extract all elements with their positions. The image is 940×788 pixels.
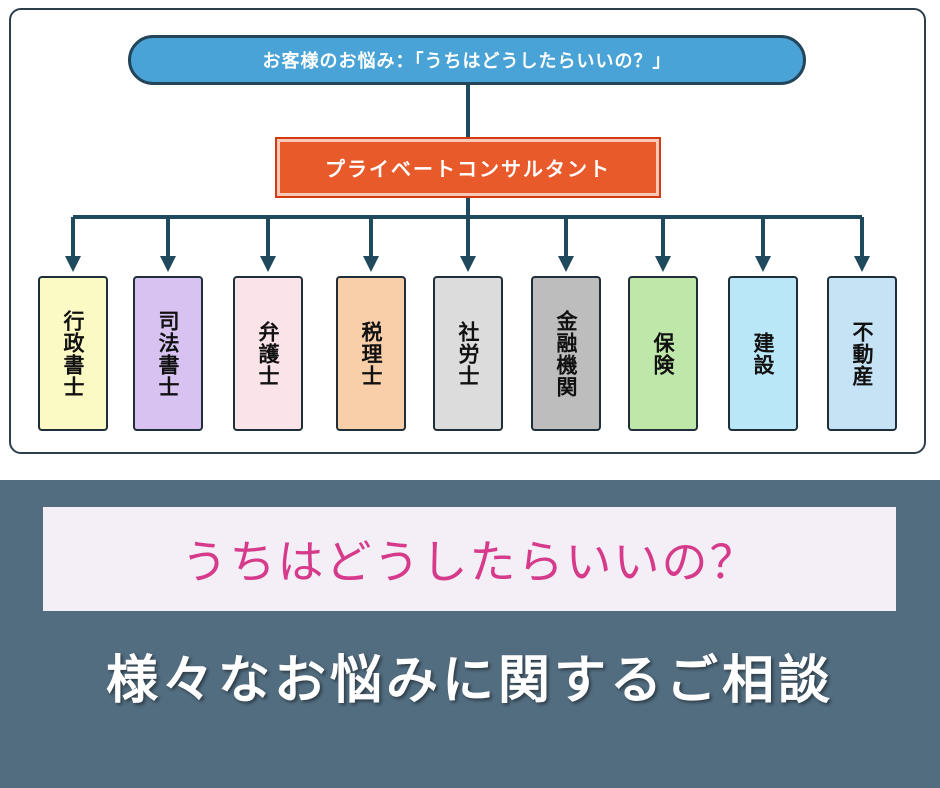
customer-concern-label: お客様のお悩み：「うちはどうしたらいいの？」 xyxy=(128,35,806,85)
private-consultant-text: プライベートコンサルタント xyxy=(325,157,611,181)
question-banner: うちはどうしたらいいの？ xyxy=(43,507,896,611)
question-text: うちはどうしたらいいの？ xyxy=(181,535,758,589)
category-label: 社労士 xyxy=(456,320,480,387)
customer-concern-text: お客様のお悩み：「うちはどうしたらいいの？」 xyxy=(262,51,672,72)
category-box: 建設 xyxy=(728,276,798,431)
arrow-head-icon xyxy=(755,256,771,272)
arrow-head-icon xyxy=(854,256,870,272)
category-box: 社労士 xyxy=(433,276,503,431)
category-label: 金融機関 xyxy=(554,309,578,398)
category-box: 弁護士 xyxy=(233,276,303,431)
arrow-head-icon xyxy=(363,256,379,272)
category-box: 不動産 xyxy=(827,276,897,431)
category-box: 金融機関 xyxy=(531,276,601,431)
arrow-head-icon xyxy=(260,256,276,272)
category-box: 保険 xyxy=(628,276,698,431)
arrow-head-icon xyxy=(460,256,476,272)
arrow-head-icon xyxy=(558,256,574,272)
category-box: 司法書士 xyxy=(133,276,203,431)
arrow-head-icon xyxy=(65,256,81,272)
connector-lines xyxy=(65,85,870,272)
category-box: 行政書士 xyxy=(38,276,108,431)
category-box: 税理士 xyxy=(336,276,406,431)
category-label: 税理士 xyxy=(359,320,383,387)
category-label: 司法書士 xyxy=(156,309,180,398)
category-label: 不動産 xyxy=(850,320,874,387)
bottom-banner: うちはどうしたらいいの？ 様々なお悩みに関するご相談 xyxy=(0,480,940,788)
category-label: 保険 xyxy=(651,331,675,376)
category-label: 弁護士 xyxy=(256,320,280,387)
consultation-subtitle: 様々なお悩みに関するご相談 xyxy=(105,651,834,711)
private-consultant-box: プライベートコンサルタント xyxy=(275,137,661,198)
arrow-head-icon xyxy=(160,256,176,272)
arrow-head-icon xyxy=(655,256,671,272)
category-label: 建設 xyxy=(751,331,775,376)
category-label: 行政書士 xyxy=(61,309,85,398)
